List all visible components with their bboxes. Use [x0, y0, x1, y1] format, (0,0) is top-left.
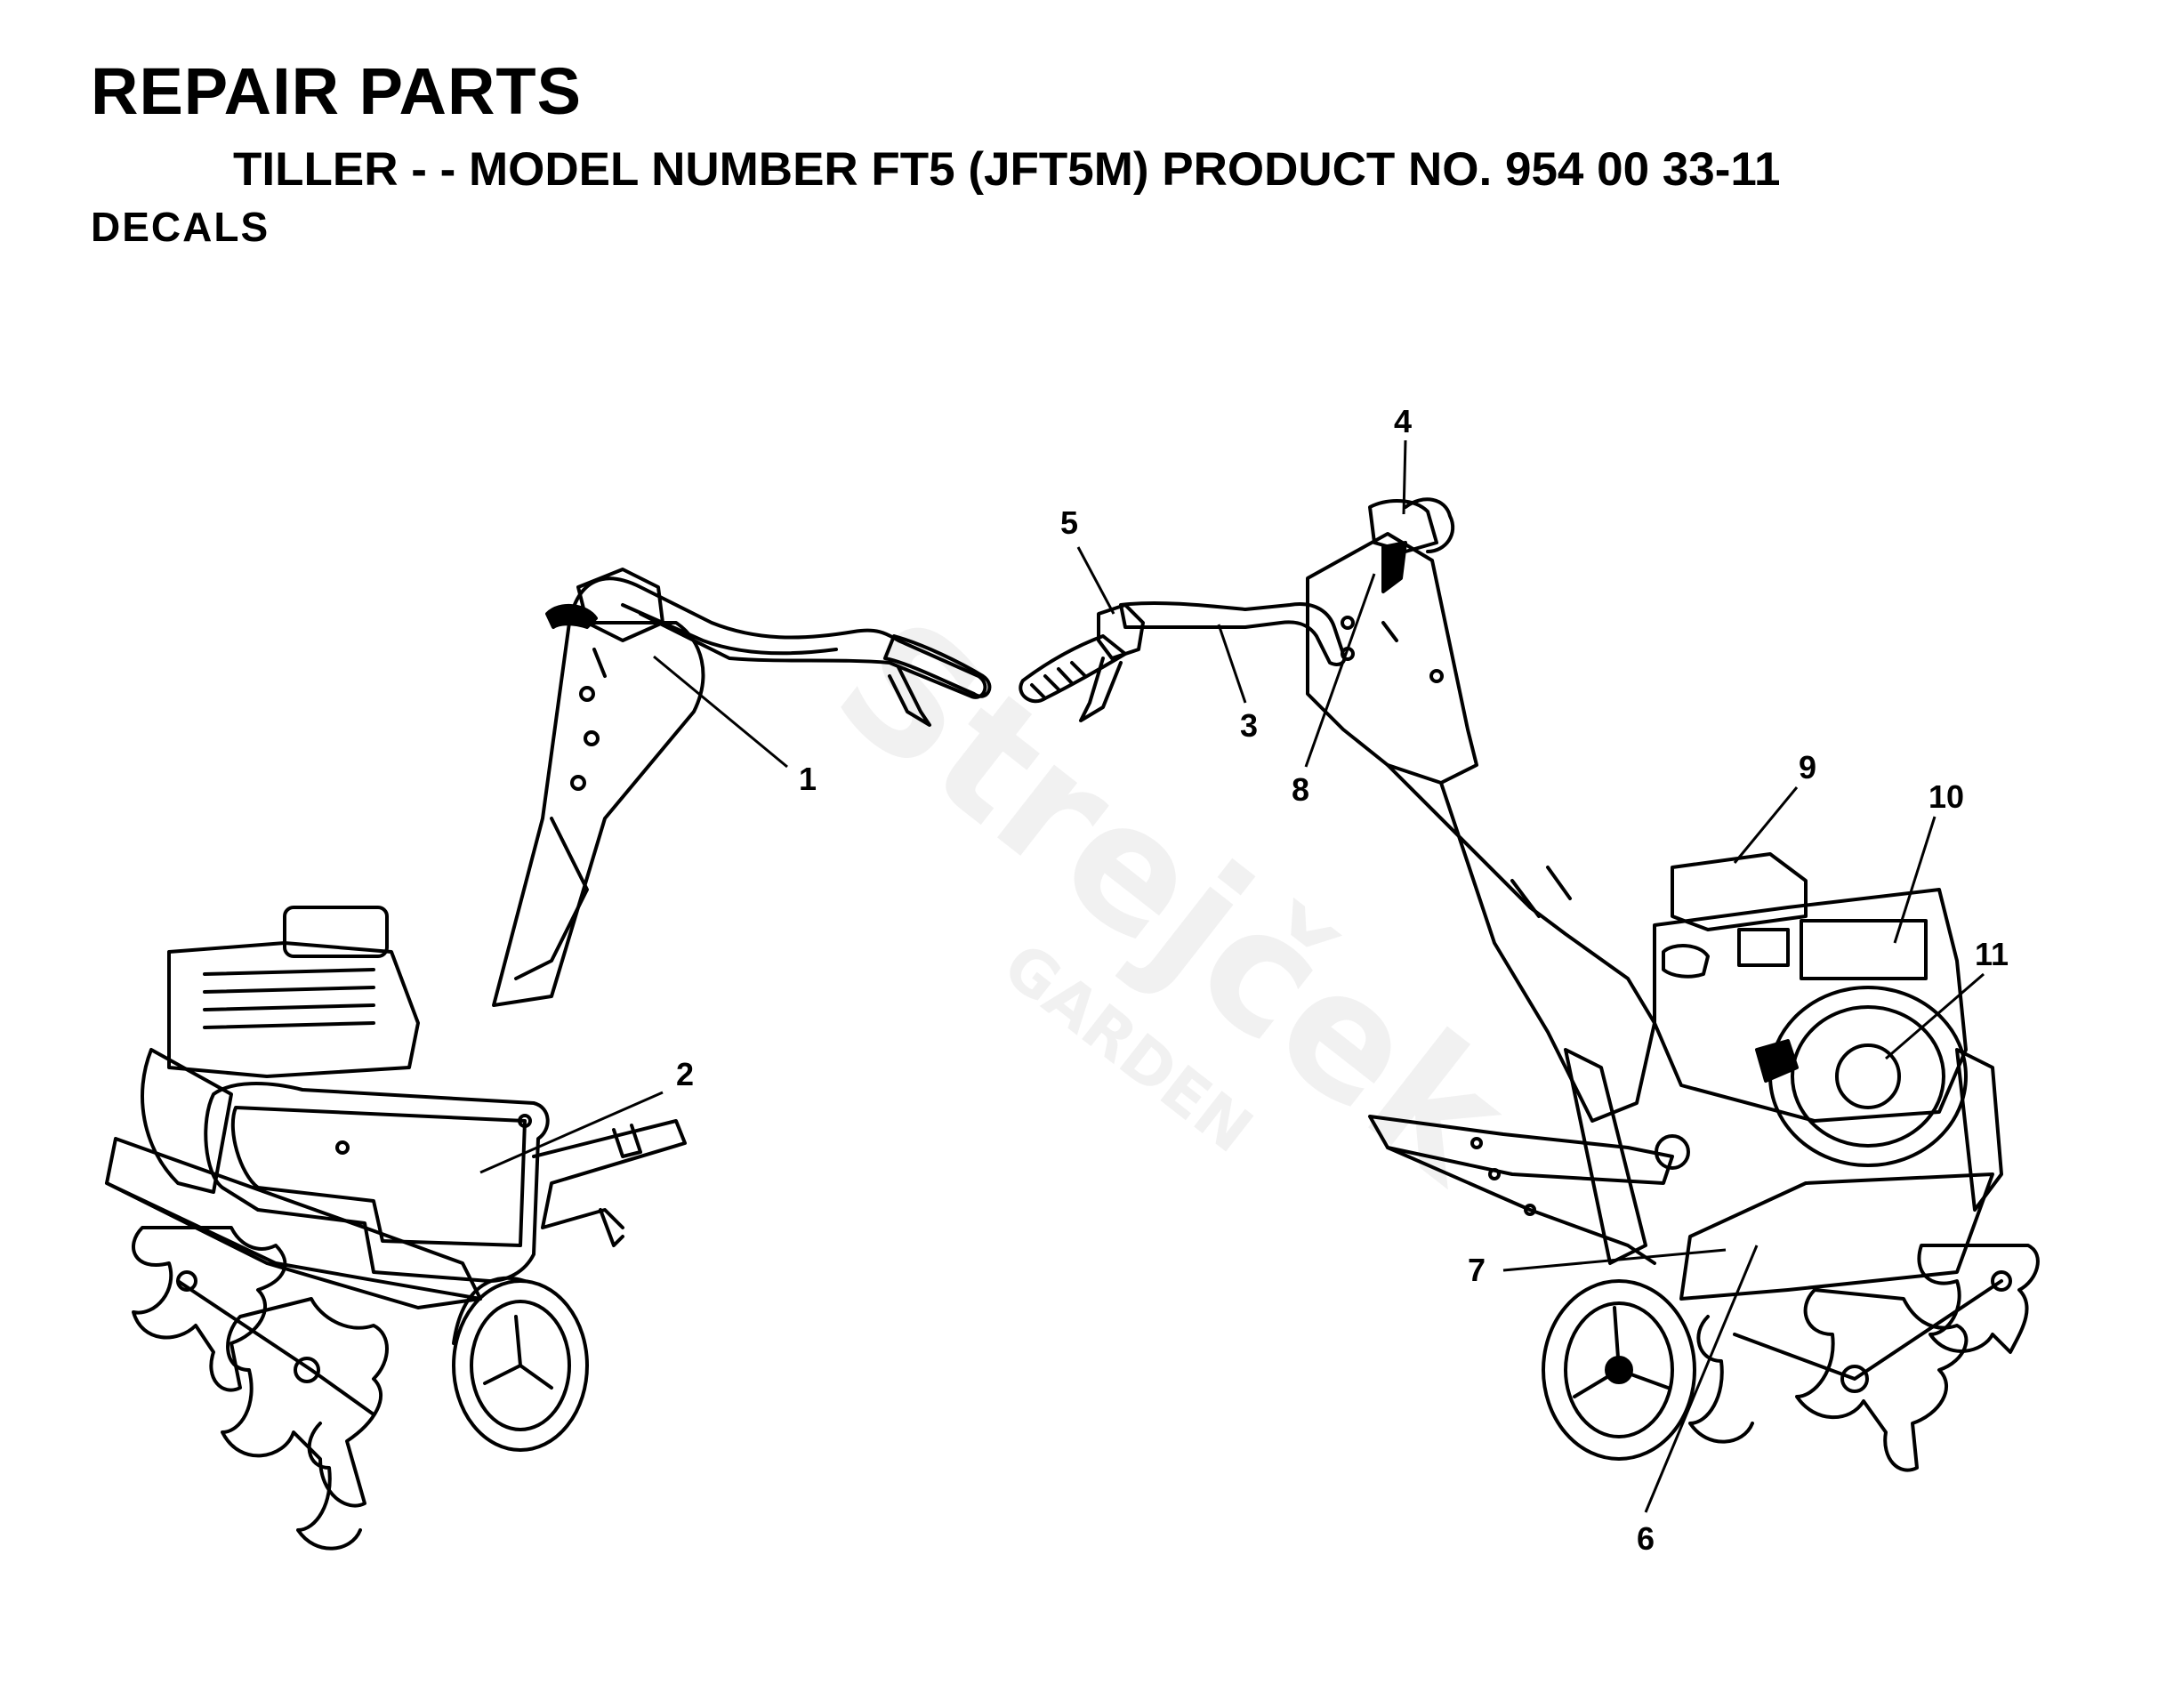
- right-tine-blade: [1917, 1244, 2040, 1354]
- leader-line-4: [1402, 439, 1407, 515]
- right-wheel-spoke: [1573, 1306, 1670, 1398]
- leader-line-1: [653, 655, 788, 769]
- left-tine-blade: [296, 1422, 362, 1551]
- right-grip-ribs: [1030, 661, 1087, 700]
- leader-line-6: [1644, 1245, 1759, 1513]
- left-guard-screw: [518, 1114, 532, 1128]
- right-frame-bolt: [1470, 1137, 1483, 1149]
- leader-line-7: [1502, 1248, 1727, 1272]
- left-tine-shield-edge: [105, 1181, 482, 1301]
- leader-line-3: [1217, 624, 1247, 704]
- right-tine-blade: [1688, 1315, 1754, 1444]
- callout-5: 5: [1060, 504, 1078, 541]
- section-heading: DECALS: [91, 204, 270, 250]
- callout-8: 8: [1292, 771, 1309, 808]
- callout-4: 4: [1394, 403, 1412, 439]
- right-recoil-decal: [1835, 1043, 1901, 1109]
- left-control-lever: [888, 665, 931, 727]
- right-top-handle: [1381, 541, 1407, 593]
- right-frame-bolt: [1524, 1204, 1536, 1216]
- left-belt-guard: [204, 1082, 550, 1283]
- left-column-bolt: [579, 686, 595, 702]
- right-wheel: [1542, 1279, 1696, 1461]
- left-guard-screw: [335, 1140, 350, 1155]
- right-engine-decal-panel: [1800, 919, 1928, 980]
- right-control-lever: [1079, 657, 1123, 722]
- right-tine-hub: [1840, 1365, 1869, 1393]
- right-left-grip: [1019, 634, 1127, 704]
- right-handlebar: [1119, 600, 1347, 666]
- left-handle-column: [492, 621, 705, 1007]
- left-belt-guard-inner: [230, 1106, 527, 1247]
- right-pivot-bolt: [1655, 1134, 1690, 1170]
- left-engine-air-filter: [283, 906, 389, 958]
- right-column-clamp: [1510, 866, 1572, 918]
- right-shield-support: [1955, 1048, 2003, 1212]
- right-tine-blade: [1795, 1288, 1969, 1472]
- right-engine-air-filter: [1671, 852, 1808, 931]
- right-engine-fuel-cap: [1662, 944, 1710, 979]
- right-tine-axle: [1733, 1279, 2003, 1381]
- left-wheel-spoke: [483, 1315, 553, 1390]
- right-frame-bar: [1386, 1146, 1656, 1265]
- right-lower-column: [1386, 763, 1656, 1123]
- right-tiller-illustration: [1019, 497, 2040, 1472]
- left-handlebar-inner: [621, 603, 838, 656]
- leader-line-5: [1076, 546, 1115, 615]
- left-handlebar: [568, 576, 987, 699]
- leader-line-8: [1304, 573, 1376, 768]
- right-frame-upright: [1564, 1048, 1647, 1265]
- left-wheel-inner: [470, 1300, 571, 1431]
- right-tine-hub: [1991, 1270, 2012, 1292]
- left-engine-fins: [203, 968, 375, 1029]
- callout-3: 3: [1240, 707, 1258, 744]
- right-engine-block: [1653, 888, 1968, 1123]
- right-tine-shield: [1679, 1172, 1994, 1301]
- right-recoil-inner: [1791, 1005, 1945, 1148]
- left-tine-hub: [294, 1357, 320, 1383]
- left-frame-foot: [599, 1208, 624, 1247]
- left-tiller-illustration: [105, 568, 992, 1551]
- left-tine-blade: [221, 1297, 389, 1508]
- callout-leaders: [479, 439, 1985, 1513]
- callout-2: 2: [676, 1056, 694, 1092]
- callout-9: 9: [1799, 749, 1816, 786]
- left-column-slot: [592, 648, 607, 678]
- left-tine-blade: [132, 1226, 287, 1392]
- left-wheel-tread: [452, 1276, 527, 1345]
- right-recoil-handle: [1755, 1039, 1799, 1083]
- leader-line-11: [1885, 972, 1985, 1060]
- callout-6: 6: [1637, 1520, 1655, 1557]
- leader-line-2: [479, 1091, 664, 1174]
- callout-7: 7: [1468, 1252, 1486, 1288]
- right-column-bolt: [1341, 616, 1355, 630]
- right-engine-decal-small: [1737, 928, 1790, 967]
- left-column-bolt: [584, 730, 600, 746]
- left-lower-column: [514, 817, 589, 980]
- right-column-bolt: [1429, 669, 1444, 683]
- model-subtitle: TILLER - - MODEL NUMBER FT5 (JFT5M) PROD…: [233, 143, 1781, 196]
- callout-10: 10: [1929, 778, 1964, 815]
- right-wheel-inner: [1564, 1301, 1674, 1438]
- left-engine-fuel-tank: [141, 1048, 233, 1194]
- callout-labels: 1 2 3 4 5 6 7 8 9 10 11: [676, 403, 2009, 1557]
- left-frame-bar: [612, 1124, 642, 1158]
- page-title: REPAIR PARTS: [91, 54, 582, 128]
- left-right-grip: [883, 634, 992, 698]
- left-tine-axle: [176, 1279, 375, 1416]
- watermark: Strejček GARDEN: [801, 581, 1544, 1221]
- right-frame-bolt: [1488, 1168, 1501, 1180]
- right-frame-bar: [1368, 1115, 1674, 1185]
- left-frame-bar: [532, 1119, 687, 1229]
- left-column-bolt: [570, 775, 586, 791]
- leader-line-10: [1893, 816, 1937, 944]
- callout-1: 1: [799, 761, 817, 797]
- right-top-grip: [1404, 497, 1455, 553]
- right-column-slot: [1381, 621, 1398, 642]
- callout-11: 11: [1975, 936, 2009, 972]
- leader-line-9: [1733, 786, 1799, 864]
- right-lever-box: [1097, 603, 1145, 660]
